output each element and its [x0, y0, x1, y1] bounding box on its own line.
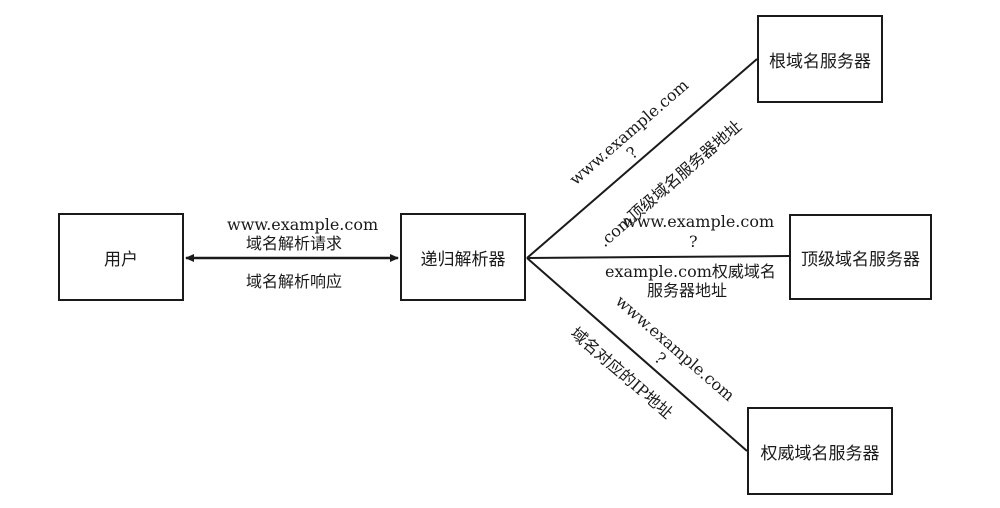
node-recursive-resolver: 递归解析器 — [400, 213, 526, 301]
node-root-server: 根域名服务器 — [757, 15, 883, 103]
node-tld-server: 顶级域名服务器 — [789, 214, 932, 300]
tld-answer-line1: example.com权威域名 — [605, 262, 776, 281]
edge-resolver-root — [526, 58, 758, 259]
node-tld-label: 顶级域名服务器 — [801, 249, 920, 270]
request-domain-label: www.example.com — [227, 215, 379, 234]
node-user-label: 用户 — [104, 249, 138, 270]
node-auth-server: 权威域名服务器 — [747, 407, 893, 495]
node-resolver-label: 递归解析器 — [420, 249, 506, 270]
response-label: 域名解析响应 — [246, 272, 343, 291]
edge-resolver-auth — [526, 257, 748, 452]
tld-query-domain: www.example.com — [623, 212, 775, 231]
node-user: 用户 — [58, 213, 184, 301]
tld-query-mark: ? — [689, 232, 698, 251]
request-label: 域名解析请求 — [246, 234, 343, 253]
node-root-label: 根域名服务器 — [769, 51, 871, 72]
edge-resolver-tld — [526, 255, 790, 259]
node-auth-label: 权威域名服务器 — [760, 443, 880, 464]
tld-answer-line2: 服务器地址 — [647, 281, 728, 300]
